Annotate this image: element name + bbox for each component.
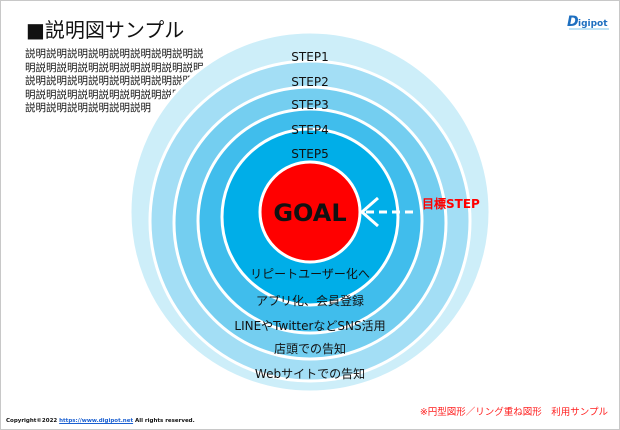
svg-text:igipot: igipot bbox=[578, 19, 608, 29]
usage-note: ※円型図形／リング重ね図形 利用サンプル bbox=[419, 407, 608, 418]
step5-label: STEP5 bbox=[291, 147, 328, 161]
measure-label: LINEやTwitterなどSNS活用 bbox=[234, 319, 385, 333]
goal-label: GOAL bbox=[273, 199, 346, 227]
target-step-label: 目標STEP bbox=[422, 196, 480, 211]
digipot-logo: D igipot bbox=[567, 14, 609, 30]
copyright-suffix: All rights reserved. bbox=[133, 418, 195, 424]
step3-label: STEP3 bbox=[291, 98, 328, 112]
measure-label: アプリ化、会員登録 bbox=[256, 293, 364, 308]
page-title: ■説明図サンプル bbox=[26, 18, 185, 42]
measure-label: 店頭での告知 bbox=[274, 342, 346, 356]
copyright-prefix: Copyright©2022 bbox=[6, 418, 60, 424]
measure-label: Webサイトでの告知 bbox=[255, 367, 365, 381]
copyright: Copyright©2022 https://www.digipot.net A… bbox=[6, 418, 195, 424]
svg-text:D: D bbox=[567, 14, 579, 30]
site-link[interactable]: https://www.digipot.net bbox=[59, 418, 134, 424]
step1-label: STEP1 bbox=[291, 50, 328, 64]
step2-label: STEP2 bbox=[291, 75, 328, 89]
target-arrowhead bbox=[359, 196, 379, 228]
description-text: 説明説明説明説明説明説明説明説明説明説明説明説明説明説明説明説明説明説明説明説明… bbox=[25, 48, 204, 114]
step4-label: STEP4 bbox=[291, 123, 328, 137]
measure-label: リピートユーザー化へ bbox=[250, 267, 370, 281]
